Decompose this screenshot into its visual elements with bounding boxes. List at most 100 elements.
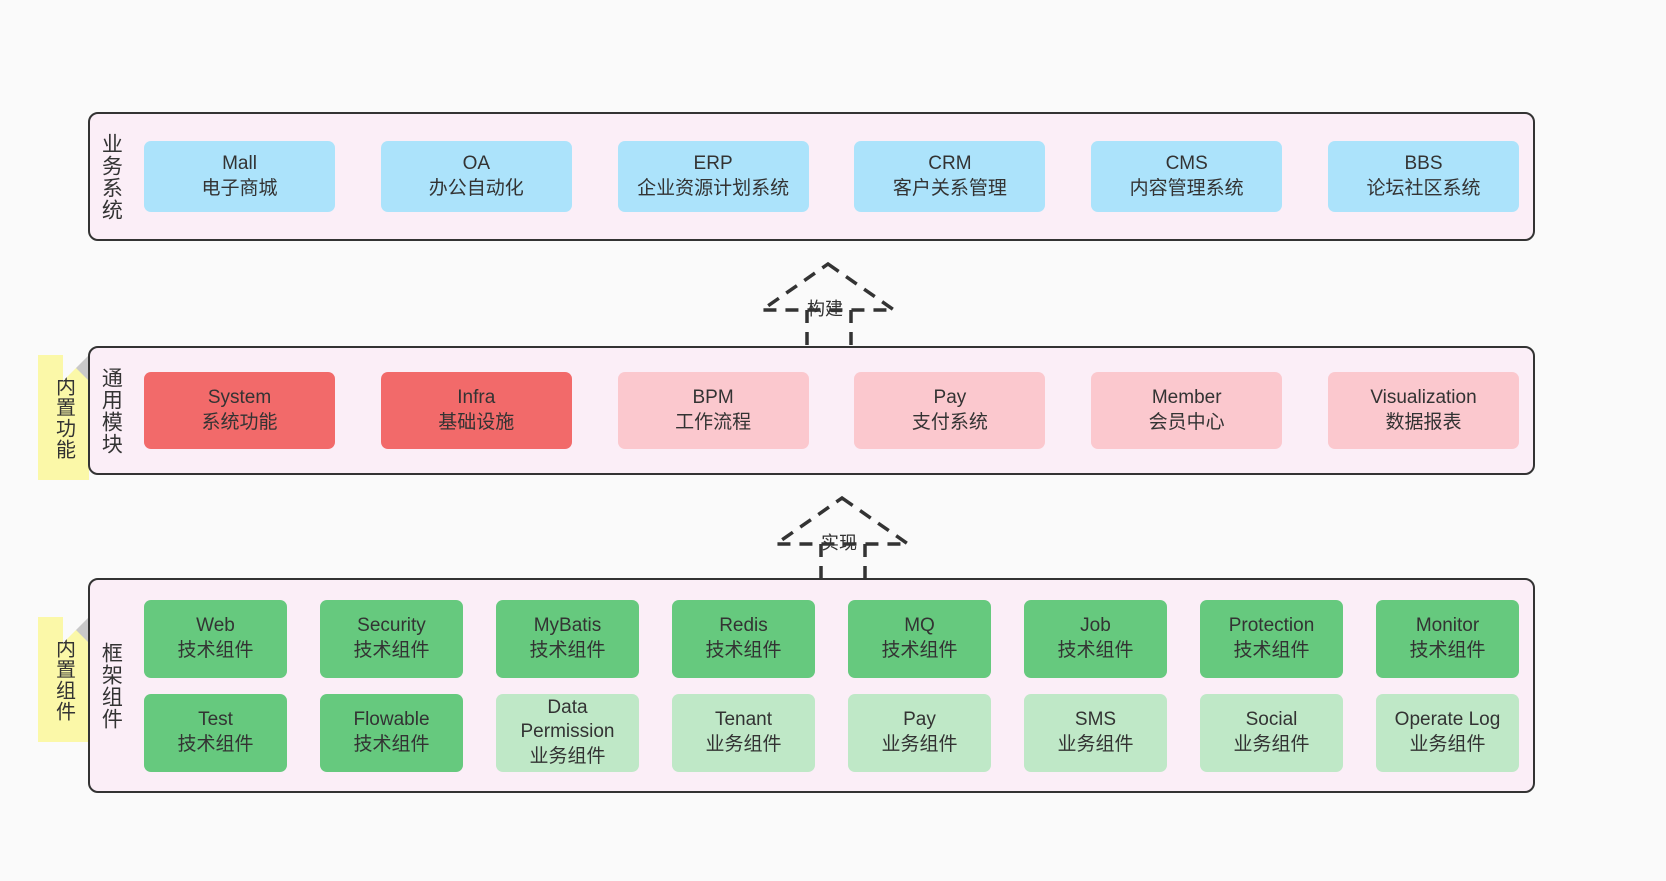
card-mybatis-en: MyBatis	[533, 615, 602, 637]
note-builtin-components: 内置组件	[38, 617, 89, 742]
layer-common-body: System 系统功能 Infra 基础设施 BPM 工作流程 Pay 支付系统…	[130, 348, 1533, 473]
card-protection-en: Protection	[1228, 615, 1315, 637]
card-member[interactable]: Member 会员中心	[1091, 372, 1283, 449]
card-operate-log[interactable]: Operate Log 业务组件	[1376, 693, 1519, 772]
card-oa-cn: 办公自动化	[428, 177, 524, 199]
card-job-cn: 技术组件	[1057, 639, 1134, 661]
card-web[interactable]: Web 技术组件	[144, 599, 287, 678]
connector-implement-arrow	[772, 495, 912, 582]
note-builtin-components-label: 内置组件	[52, 637, 75, 722]
layer-business-body: Mall 电子商城 OA 办公自动化 ERP 企业资源计划系统 CRM 客户关系…	[130, 114, 1533, 239]
layer-business-systems: 业务系统 Mall 电子商城 OA 办公自动化 ERP 企业资源计划系统 CRM…	[88, 112, 1535, 241]
layer-framework-body: Web 技术组件 Security 技术组件 MyBatis 技术组件 Redi…	[130, 580, 1533, 791]
connector-implement: 实现	[772, 492, 912, 582]
card-pay-module[interactable]: Pay 支付系统	[854, 372, 1046, 449]
card-crm[interactable]: CRM 客户关系管理	[854, 141, 1046, 212]
framework-tech-row: Web 技术组件 Security 技术组件 MyBatis 技术组件 Redi…	[144, 599, 1519, 678]
card-job-en: Job	[1080, 615, 1111, 637]
card-data-permission-cn: 业务组件	[529, 745, 606, 767]
card-pay-component-en: Pay	[903, 709, 936, 731]
card-security[interactable]: Security 技术组件	[320, 599, 463, 678]
card-monitor[interactable]: Monitor 技术组件	[1376, 599, 1519, 678]
note-builtin-features: 内置功能	[38, 355, 89, 480]
note-fold-cut-icon	[63, 617, 89, 643]
card-flowable[interactable]: Flowable 技术组件	[320, 693, 463, 772]
card-crm-en: CRM	[928, 153, 972, 175]
card-pay-component[interactable]: Pay 业务组件	[848, 693, 991, 772]
card-job[interactable]: Job 技术组件	[1024, 599, 1167, 678]
card-infra[interactable]: Infra 基础设施	[380, 372, 572, 449]
framework-business-row: Test 技术组件 Flowable 技术组件 Data Permission …	[144, 693, 1519, 772]
connector-build-arrow	[758, 261, 898, 348]
card-infra-cn: 基础设施	[438, 411, 515, 433]
card-member-en: Member	[1151, 387, 1222, 409]
layer-common-modules: 通用模块 System 系统功能 Infra 基础设施 BPM 工作流程 Pay…	[88, 346, 1535, 475]
card-test-cn: 技术组件	[177, 733, 254, 755]
card-pay-component-cn: 业务组件	[881, 733, 958, 755]
card-operate-log-cn: 业务组件	[1409, 733, 1486, 755]
layer-framework-components: 框架组件 Web 技术组件 Security 技术组件 MyBatis 技术组件…	[88, 578, 1535, 793]
card-visualization-cn: 数据报表	[1385, 411, 1462, 433]
card-bpm-en: BPM	[692, 387, 734, 409]
card-mq-en: MQ	[904, 615, 935, 637]
card-member-cn: 会员中心	[1148, 411, 1225, 433]
card-web-en: Web	[196, 615, 235, 637]
card-mq[interactable]: MQ 技术组件	[848, 599, 991, 678]
card-social-en: Social	[1245, 709, 1298, 731]
card-crm-cn: 客户关系管理	[892, 177, 1007, 199]
card-redis-cn: 技术组件	[705, 639, 782, 661]
card-system[interactable]: System 系统功能	[144, 372, 335, 449]
card-security-en: Security	[357, 615, 426, 637]
card-protection[interactable]: Protection 技术组件	[1200, 599, 1343, 678]
card-erp[interactable]: ERP 企业资源计划系统	[617, 141, 809, 212]
card-flowable-cn: 技术组件	[353, 733, 430, 755]
card-system-cn: 系统功能	[201, 411, 278, 433]
card-social[interactable]: Social 业务组件	[1200, 693, 1343, 772]
card-redis-en: Redis	[719, 615, 768, 637]
card-tenant[interactable]: Tenant 业务组件	[672, 693, 815, 772]
card-pay-module-en: Pay	[933, 387, 967, 409]
card-bbs[interactable]: BBS 论坛社区系统	[1327, 141, 1519, 212]
card-oa[interactable]: OA 办公自动化	[380, 141, 572, 212]
card-infra-en: Infra	[457, 387, 496, 409]
card-test[interactable]: Test 技术组件	[144, 693, 287, 772]
card-protection-cn: 技术组件	[1233, 639, 1310, 661]
card-monitor-cn: 技术组件	[1409, 639, 1486, 661]
card-mall-en: Mall	[222, 153, 257, 175]
card-flowable-en: Flowable	[353, 709, 430, 731]
card-erp-en: ERP	[693, 153, 733, 175]
card-visualization-en: Visualization	[1370, 387, 1477, 409]
card-visualization[interactable]: Visualization 数据报表	[1327, 372, 1519, 449]
card-mybatis-cn: 技术组件	[529, 639, 606, 661]
card-bpm[interactable]: BPM 工作流程	[617, 372, 809, 449]
card-mq-cn: 技术组件	[881, 639, 958, 661]
card-erp-cn: 企业资源计划系统	[637, 177, 790, 199]
business-card-row: Mall 电子商城 OA 办公自动化 ERP 企业资源计划系统 CRM 客户关系…	[144, 141, 1519, 212]
card-monitor-en: Monitor	[1415, 615, 1480, 637]
card-data-permission[interactable]: Data Permission 业务组件	[496, 693, 639, 772]
card-test-en: Test	[198, 709, 233, 731]
note-fold-cut-icon	[63, 355, 89, 381]
card-redis[interactable]: Redis 技术组件	[672, 599, 815, 678]
card-sms-cn: 业务组件	[1057, 733, 1134, 755]
connector-implement-label: 实现	[821, 533, 857, 553]
card-bbs-en: BBS	[1404, 153, 1443, 175]
card-cms[interactable]: CMS 内容管理系统	[1091, 141, 1283, 212]
card-data-permission-en: Data Permission	[520, 697, 615, 743]
card-operate-log-en: Operate Log	[1394, 709, 1501, 731]
connector-build-label: 构建	[807, 299, 843, 319]
card-mybatis[interactable]: MyBatis 技术组件	[496, 599, 639, 678]
note-builtin-features-label: 内置功能	[52, 375, 75, 460]
layer-framework-title: 框架组件	[99, 641, 123, 730]
layer-common-title: 通用模块	[99, 366, 123, 455]
card-cms-cn: 内容管理系统	[1129, 177, 1244, 199]
card-system-en: System	[207, 387, 272, 409]
card-bpm-cn: 工作流程	[675, 411, 752, 433]
card-mall[interactable]: Mall 电子商城	[144, 141, 335, 212]
layer-business-title: 业务系统	[99, 132, 123, 221]
card-oa-en: OA	[462, 153, 491, 175]
card-tenant-cn: 业务组件	[705, 733, 782, 755]
card-sms[interactable]: SMS 业务组件	[1024, 693, 1167, 772]
card-sms-en: SMS	[1074, 709, 1117, 731]
